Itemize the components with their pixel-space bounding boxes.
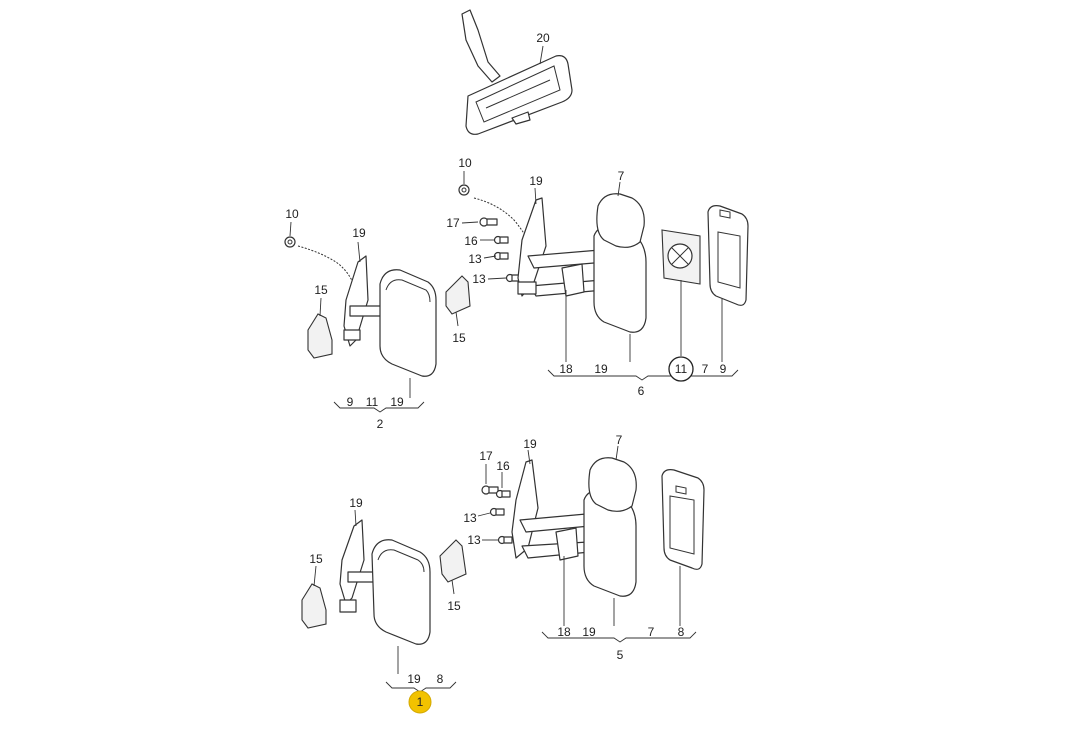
g5-callout-7: 7	[616, 433, 623, 447]
g6-callout-11: 11	[675, 362, 688, 376]
g6-screws	[479, 217, 521, 283]
g1-callout-19: 19	[349, 496, 363, 510]
g5-callout-18: 18	[557, 625, 571, 639]
g2-callout-11: 11	[366, 395, 379, 409]
g5-callout-16: 16	[496, 459, 510, 473]
g2-brace	[333, 401, 425, 413]
callout-20: 20	[536, 31, 550, 45]
g5-callout-13a: 13	[463, 511, 477, 525]
g2-callout-main: 2	[377, 417, 384, 431]
g6-callout-7: 7	[618, 169, 625, 183]
g2-callout-15b: 15	[452, 331, 466, 345]
g6-callout-main: 6	[638, 384, 645, 398]
g6-callout-10: 10	[458, 156, 472, 170]
g5-callout-8: 8	[678, 625, 685, 639]
g1-callout-15a: 15	[309, 552, 323, 566]
g6-callout-9: 9	[720, 362, 727, 376]
g1-brace	[385, 681, 457, 693]
g5-brace	[541, 631, 697, 643]
g5-screws	[481, 485, 513, 545]
g5-callout-main: 5	[617, 648, 624, 662]
g6-callout-16: 16	[464, 234, 478, 248]
g2-callout-19b: 19	[390, 395, 404, 409]
g6-callout-13b: 13	[472, 272, 486, 286]
g6-callout-18: 18	[559, 362, 573, 376]
g1-callout-main: 1	[417, 695, 424, 709]
g2-callout-15a: 15	[314, 283, 328, 297]
g6-callout-19: 19	[529, 174, 543, 188]
g2-callout-9: 9	[347, 395, 354, 409]
g1-callout-19b: 19	[407, 672, 421, 686]
g2-callout-10: 10	[285, 207, 299, 221]
g6-callout-13a: 13	[468, 252, 482, 266]
g5-callout-19b: 19	[582, 625, 596, 639]
g5-callout-13b: 13	[467, 533, 481, 547]
leader-20	[539, 45, 544, 65]
mirror-assembly-6[interactable]	[458, 184, 749, 333]
g6-callout-7b: 7	[702, 362, 709, 376]
g1-callout-15b: 15	[447, 599, 461, 613]
g6-callout-17: 17	[446, 216, 460, 230]
g5-callout-19: 19	[523, 437, 537, 451]
mirror-assembly-5[interactable]	[481, 457, 705, 597]
mirror-assembly-1[interactable]	[301, 519, 467, 645]
g6-brace	[547, 369, 739, 381]
g1-callout-main-badge[interactable]	[408, 690, 432, 714]
interior-mirror[interactable]	[461, 9, 573, 135]
g5-callout-17: 17	[479, 449, 493, 463]
g1-callout-8: 8	[437, 672, 444, 686]
g2-callout-19: 19	[352, 226, 366, 240]
g6-callout-19b: 19	[594, 362, 608, 376]
mirror-assembly-2[interactable]	[284, 236, 471, 377]
g5-callout-7b: 7	[648, 625, 655, 639]
g6-callout-11-ring[interactable]	[668, 356, 694, 382]
